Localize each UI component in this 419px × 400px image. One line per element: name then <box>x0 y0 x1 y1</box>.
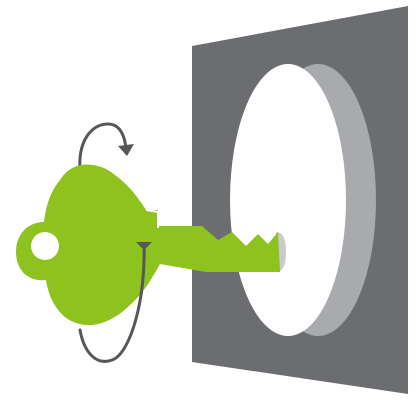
rotation-arrow-upper <box>78 122 128 172</box>
rotation-arrow-lower <box>78 242 146 363</box>
key-bow-hole <box>31 232 59 260</box>
rotation-arrow-tail-notch <box>136 242 152 250</box>
rotation-arrow-head <box>118 144 134 156</box>
lock-face <box>230 64 346 336</box>
key-shoulder-edge <box>145 209 159 228</box>
